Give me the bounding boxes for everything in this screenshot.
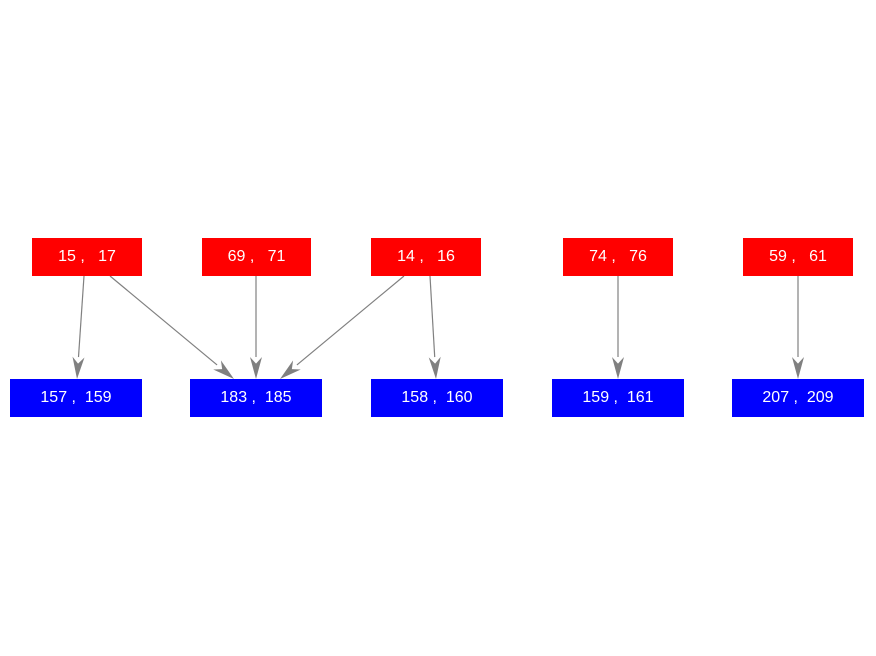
node-label: 183 , 185 <box>220 389 292 406</box>
node-label: 159 , 161 <box>582 389 654 406</box>
node-b3: 158 , 160 <box>371 379 503 417</box>
arrowhead-t1-b2 <box>213 360 234 379</box>
arrowhead-t3-b3 <box>428 356 441 379</box>
node-label: 207 , 209 <box>762 389 834 406</box>
edge-t1-b1 <box>77 275 85 358</box>
node-t3: 14 , 16 <box>371 238 481 276</box>
node-b2: 183 , 185 <box>190 379 322 417</box>
arrowhead-t4-b4 <box>612 357 624 379</box>
edge-t3-b2 <box>296 275 405 366</box>
arrowhead-t3-b2 <box>280 360 301 379</box>
arrowhead-t1-b1 <box>72 356 85 379</box>
node-t5: 59 , 61 <box>743 238 853 276</box>
node-label: 15 , 17 <box>58 248 116 265</box>
node-label: 157 , 159 <box>40 389 112 406</box>
node-b5: 207 , 209 <box>732 379 864 417</box>
arrowhead-t2-b2 <box>250 357 262 379</box>
arrowhead-t5-b5 <box>792 357 804 379</box>
node-label: 74 , 76 <box>589 248 647 265</box>
node-t4: 74 , 76 <box>563 238 673 276</box>
node-label: 69 , 71 <box>227 248 286 265</box>
node-label: 14 , 16 <box>397 248 455 265</box>
node-b1: 157 , 159 <box>10 379 142 417</box>
edge-t3-b3 <box>429 275 436 358</box>
edge-t1-b2 <box>109 275 218 366</box>
node-t1: 15 , 17 <box>32 238 142 276</box>
node-t2: 69 , 71 <box>202 238 311 276</box>
node-label: 158 , 160 <box>401 389 473 406</box>
node-label: 59 , 61 <box>769 248 827 265</box>
node-b4: 159 , 161 <box>552 379 684 417</box>
